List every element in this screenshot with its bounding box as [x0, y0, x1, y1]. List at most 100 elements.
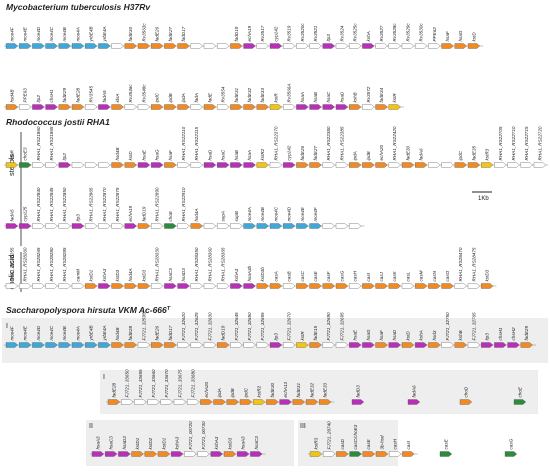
- gene-label: cyp125: [23, 206, 28, 221]
- gene-label: yrbE4A: [102, 325, 107, 341]
- gene-arrow: [309, 342, 322, 348]
- gene-arrow: [296, 223, 309, 229]
- gene-arrow: [71, 283, 85, 289]
- gene-arrow: [256, 342, 269, 348]
- gene-label: mce4C: [49, 26, 54, 41]
- gene-label: RHA1_RS22870: [102, 187, 107, 221]
- gene-arrow: [441, 162, 454, 168]
- gene-label: Rv3548c: [141, 84, 146, 103]
- gene-arrow: [45, 43, 58, 49]
- gene-label: hsaC3: [254, 436, 259, 450]
- gene-label: RHA1_RS28285: [62, 247, 67, 281]
- gene-arrow: [111, 43, 124, 49]
- gene-label: ipdB: [168, 93, 173, 102]
- gene-label: echA19: [247, 25, 252, 41]
- gene-arrow: [98, 223, 111, 229]
- gene-label: FJ721_29740: [327, 421, 332, 450]
- gene-arrow: [296, 342, 309, 348]
- gene-arrow: [5, 43, 19, 49]
- gene-label: casI: [406, 440, 411, 449]
- gene-label: mce4B: [260, 207, 265, 221]
- gene-label: chsH1: [498, 327, 503, 340]
- gene-label: FJ721_00720: [188, 421, 193, 450]
- gene-label: 3b-hsd: [379, 435, 384, 449]
- gene-label: kstD: [405, 331, 410, 341]
- gene-label: RHA1_RS22380: [326, 126, 331, 160]
- gene-label: hsaD: [392, 329, 397, 340]
- gene-arrow: [335, 223, 349, 229]
- gene-arrow: [71, 104, 85, 110]
- gene-label: kshA3: [102, 268, 107, 281]
- gene-label: hsaD: [207, 149, 212, 160]
- gene-label: RHA1_RS28475: [471, 247, 476, 281]
- gene-label: mce4F: [9, 26, 14, 41]
- gene-arrow: [481, 283, 494, 289]
- gene-arrow: [243, 162, 256, 168]
- gene-arrow: [45, 162, 58, 168]
- gene-arrow: [190, 104, 203, 110]
- gene-arrow: [349, 283, 362, 289]
- gene-arrow: [137, 104, 151, 110]
- gene-arrow: [520, 342, 533, 348]
- gene-label: kshA3: [175, 436, 180, 449]
- gene-arrow: [256, 223, 269, 229]
- gene-label: fadA6: [419, 148, 424, 160]
- gene-label: Rv3529c: [405, 23, 410, 42]
- title-sh-main: Saccharopolyspora hirsuta VKM Ac-666: [6, 305, 167, 315]
- gene-arrow: [375, 104, 388, 110]
- gene-arrow: [177, 43, 190, 49]
- gene-label: idsA: [115, 94, 120, 103]
- gene-label: hsaF: [168, 149, 173, 160]
- gene-label: mce4B: [62, 326, 67, 340]
- gene-arrow: [203, 43, 217, 49]
- gene-label: fadE27: [168, 26, 173, 41]
- gene-label: PPE62: [432, 27, 437, 42]
- gene-arrow: [494, 342, 507, 348]
- gene-label: fadD3: [355, 385, 360, 398]
- gene-arrow: [401, 283, 415, 289]
- gene-label: mce4A: [247, 207, 252, 221]
- gene-label: fadE34: [379, 87, 384, 102]
- gene-label: fadE30: [270, 382, 275, 397]
- gene-arrow: [137, 162, 151, 168]
- gene-arrow: [5, 162, 19, 168]
- gene-arrow: [362, 342, 375, 348]
- gene-arrow: [269, 283, 283, 289]
- gene-arrow: [19, 162, 32, 168]
- gene-label: mce4F: [313, 206, 318, 221]
- gene-label: fadE26: [155, 325, 160, 340]
- gene-label: choE: [168, 210, 173, 221]
- sh-panel-II-band: [86, 420, 294, 466]
- gene-label: FJ721_32645: [234, 312, 239, 341]
- gene-label: FJ721_32670: [287, 312, 292, 341]
- gene-arrow: [494, 162, 507, 168]
- gene-label: hsaD3: [122, 436, 127, 450]
- gene-label: hsd4A: [194, 208, 199, 221]
- roman-2: II: [89, 423, 93, 430]
- gene-arrow: [415, 342, 428, 348]
- gene-label: echA13: [283, 381, 288, 397]
- gene-label: ipdC: [155, 92, 160, 102]
- gene-arrow: [230, 43, 243, 49]
- gene-arrow: [454, 43, 467, 49]
- gene-arrow: [118, 451, 131, 457]
- gene-label: mce4A: [75, 326, 80, 340]
- gene-arrow: [388, 162, 401, 168]
- gene-label: ltp3: [485, 333, 490, 341]
- gene-arrow: [349, 342, 362, 348]
- gene-arrow: [98, 342, 111, 348]
- gene-label: fadA: [194, 93, 199, 102]
- gene-arrow: [336, 451, 349, 457]
- gene-arrow: [415, 43, 428, 49]
- gene-label: hsaE: [141, 149, 146, 160]
- gene-arrow: [98, 104, 111, 110]
- gene-arrow: [137, 342, 151, 348]
- gene-label: hsaG: [458, 30, 463, 41]
- gene-arrow: [19, 283, 32, 289]
- gene-label: Rv3524: [339, 25, 344, 41]
- gene-arrow: [45, 283, 58, 289]
- gene-arrow: [362, 162, 375, 168]
- gene-label: FJ721_33655: [138, 369, 143, 398]
- gene-label: kstR3: [313, 437, 318, 449]
